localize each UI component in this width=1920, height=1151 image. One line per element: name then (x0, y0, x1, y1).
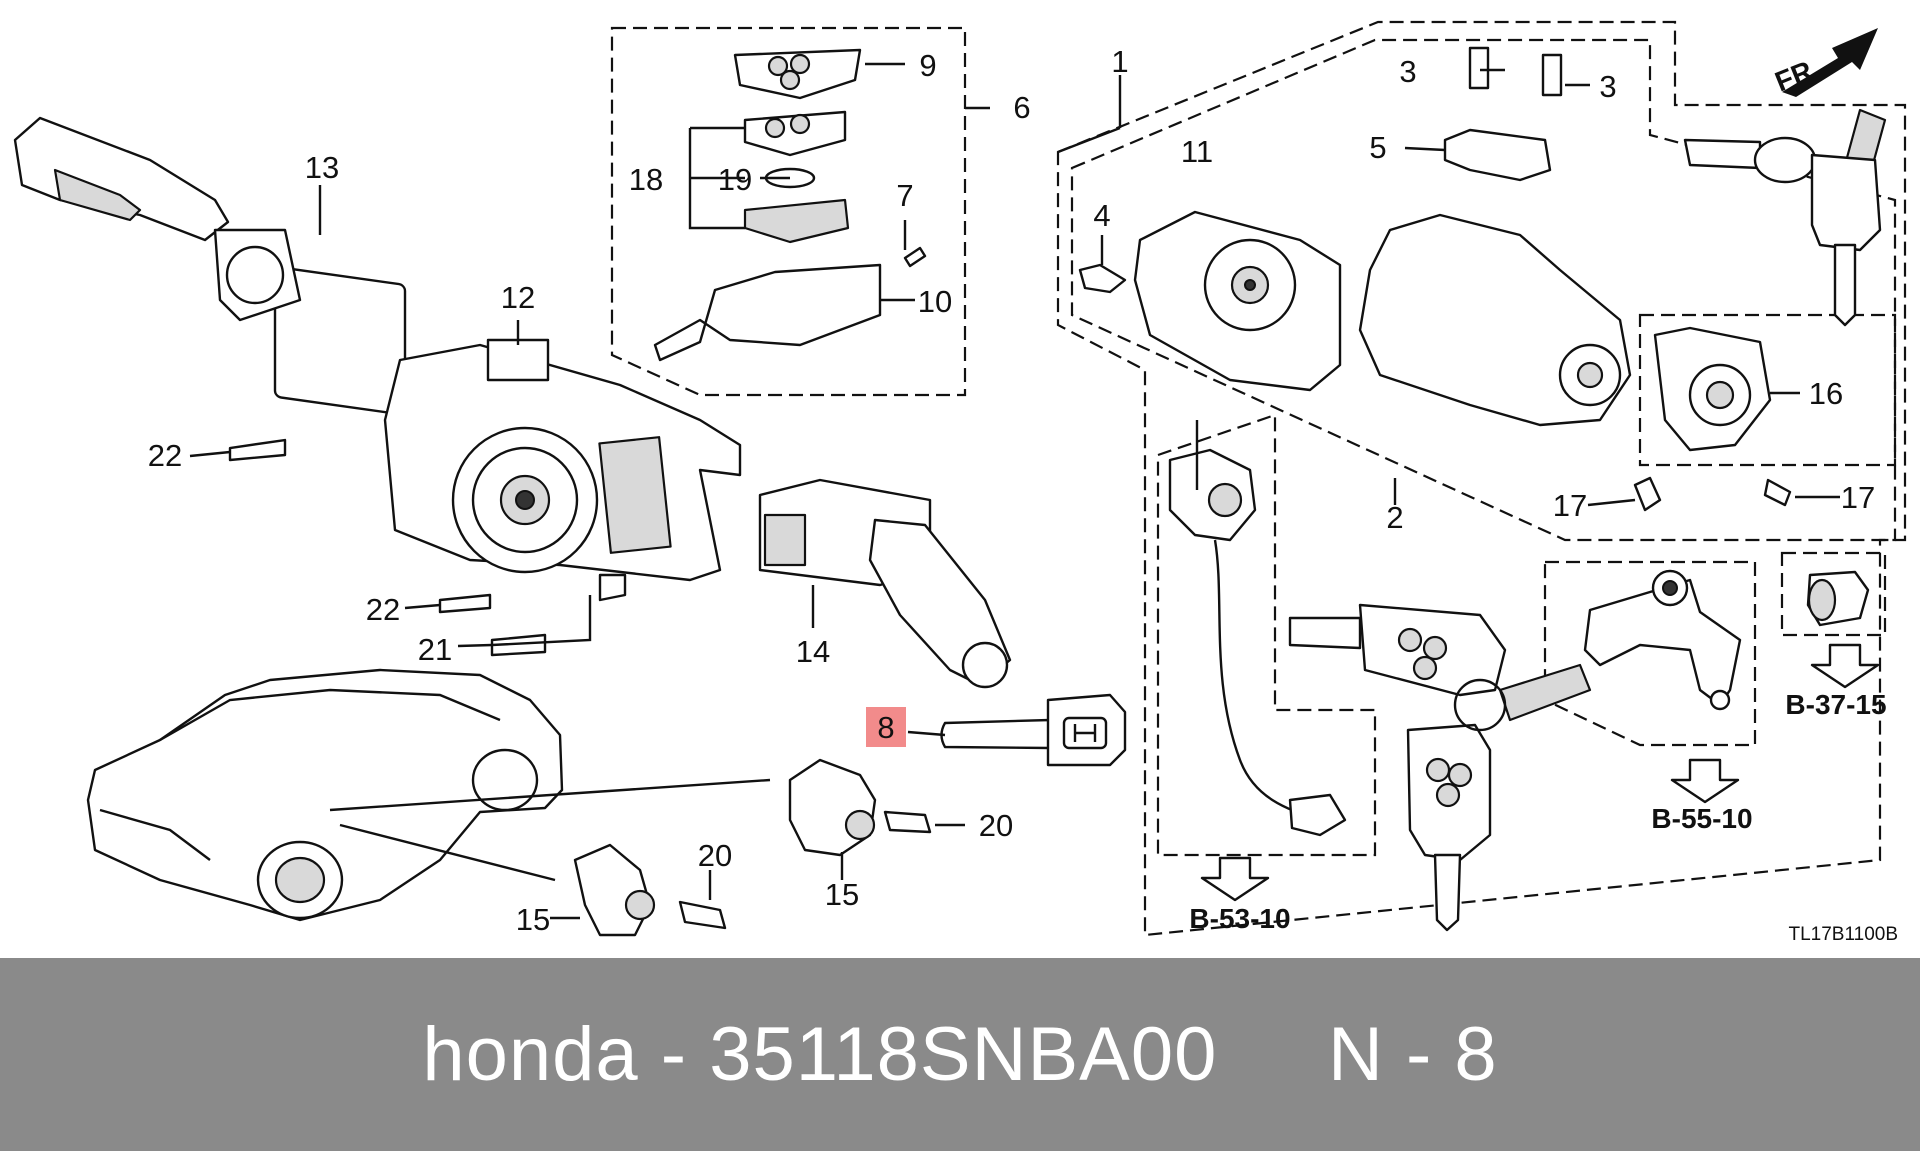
screw-part-22-upper (228, 438, 287, 462)
ref-label-b3715: B-37-15 (1785, 689, 1886, 720)
wiper-switch-part-14 (758, 478, 1012, 689)
lock-cylinder (1806, 570, 1870, 627)
vehicle-outline (86, 668, 771, 922)
ref-arrow-b3715 (1810, 643, 1880, 689)
housing-part-16 (1653, 326, 1772, 452)
label-part-3b: 3 (1599, 69, 1616, 104)
group-box-lock-assembly (1056, 20, 1907, 937)
group-box-key-fob (610, 26, 967, 397)
label-part-15a: 15 (825, 877, 859, 912)
label-part-22b: 22 (366, 592, 400, 627)
lock-cable-assembly (1168, 448, 1347, 837)
key-part-8 (940, 693, 1127, 767)
ref-label-b5510: B-55-10 (1651, 803, 1752, 834)
key-body-part-10 (653, 263, 882, 362)
ref-label-b5310: B-53-10 (1189, 903, 1290, 934)
fob-board-part-18 (743, 198, 850, 244)
label-part-22a: 22 (148, 438, 182, 473)
switch-part-15-upper (788, 758, 877, 857)
combination-switch-part-13 (13, 116, 407, 416)
bolt-part-20-upper (883, 810, 932, 834)
label-part-20b: 20 (698, 838, 732, 873)
key-fob-assembly (653, 48, 927, 362)
label-part-12: 12 (501, 280, 535, 315)
bolt-part-20-lower (678, 900, 727, 930)
bolt-part-21 (490, 633, 547, 657)
bracket-assembly (1583, 569, 1742, 711)
steering-lock-part-2 (1358, 46, 1632, 427)
label-part-19: 19 (718, 162, 752, 197)
screw-part-17-left (1633, 476, 1662, 512)
label-part-10: 10 (918, 284, 952, 319)
screw-part-17-right (1763, 478, 1792, 507)
bolt-part-3-right (1541, 53, 1563, 97)
drawing-code: TL17B1100B (1788, 924, 1898, 945)
key-with-remote (1288, 603, 1592, 932)
label-part-6: 6 (1013, 90, 1030, 125)
label-part-15b: 15 (516, 902, 550, 937)
highlight-part-8 (866, 707, 906, 747)
label-part-21: 21 (418, 632, 452, 667)
label-part-5: 5 (1369, 130, 1386, 165)
group-box-cylinder (1780, 551, 1887, 637)
bolt-part-3-left (1468, 46, 1490, 90)
leader-lines (189, 62, 1840, 920)
ref-arrow-b5510 (1670, 758, 1740, 804)
part-labels: 1 2 3 3 4 5 6 7 8 9 10 11 12 13 14 15 15… (148, 44, 1875, 937)
label-part-1: 1 (1111, 44, 1128, 79)
label-part-7: 7 (896, 178, 913, 213)
label-part-13: 13 (305, 150, 339, 185)
label-part-18: 18 (629, 162, 663, 197)
label-part-14: 14 (796, 634, 830, 669)
label-part-17a: 17 (1553, 488, 1587, 523)
screw-part-22-lower (438, 593, 492, 614)
column-combination-switch-part-12 (383, 338, 742, 602)
label-part-2: 2 (1386, 500, 1403, 535)
clamp-part-5 (1443, 128, 1552, 182)
footer-banner: honda - 35118SNBA00 N - 8 (0, 958, 1920, 1151)
screw-part-4 (1078, 263, 1127, 294)
label-part-11: 11 (1181, 134, 1213, 169)
label-part-20a: 20 (979, 808, 1013, 843)
label-part-9: 9 (919, 48, 936, 83)
group-box-part-16 (1638, 313, 1897, 467)
switch-part-15-lower (573, 843, 656, 937)
parts-diagram: FR. (13, 20, 1907, 945)
footer-title: honda - 35118SNBA00 N - 8 (422, 1012, 1498, 1097)
label-part-3a: 3 (1399, 54, 1416, 89)
screw-part-7 (903, 246, 927, 268)
label-part-16: 16 (1809, 376, 1843, 411)
svg-text:FR.: FR. (1771, 52, 1824, 98)
ignition-switch-part-11 (1133, 210, 1342, 392)
ref-arrow-b5310 (1200, 856, 1270, 902)
group-box-lock-inner (1070, 38, 1897, 542)
label-part-4: 4 (1093, 198, 1110, 233)
front-direction-arrow: FR. (1771, 28, 1878, 98)
label-part-17b: 17 (1841, 480, 1875, 515)
label-part-8: 8 (877, 710, 894, 745)
key-top-right (1683, 108, 1887, 327)
